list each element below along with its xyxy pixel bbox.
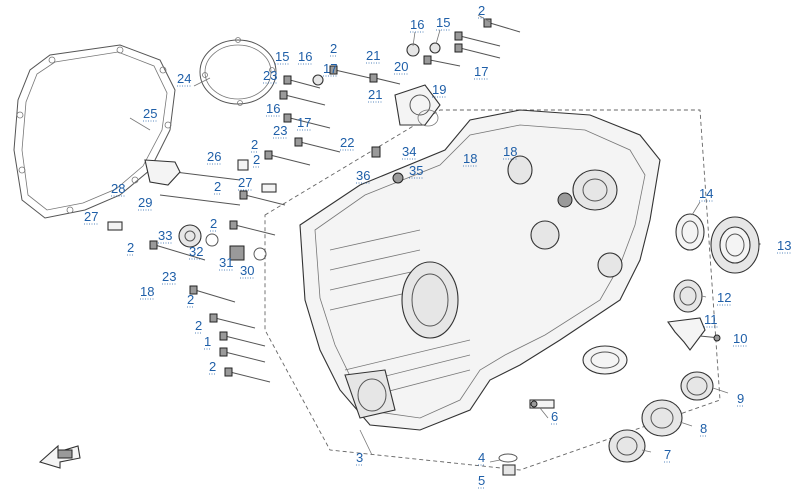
- callout: 23: [263, 68, 277, 83]
- callout: 27: [238, 175, 252, 190]
- part-11-retainer: [667, 317, 706, 351]
- part-24-round-gasket: [199, 37, 277, 106]
- callout: 14: [699, 186, 713, 201]
- callout-underlines: [84, 17, 792, 489]
- callout: 20: [394, 59, 408, 74]
- crankcase-assembly-outline: [264, 109, 721, 471]
- callout: 15: [436, 15, 450, 30]
- bolt-group-top: [264, 18, 521, 166]
- callout: 17: [323, 61, 337, 76]
- part-14-seal: [675, 213, 705, 251]
- callout: 2: [187, 292, 194, 307]
- callout: 6: [551, 409, 558, 424]
- callout: 28: [111, 181, 125, 196]
- callout: 3: [356, 450, 363, 465]
- direction-arrow-icon: [38, 444, 81, 469]
- callout: 34: [402, 144, 416, 159]
- callout: 15: [275, 49, 289, 64]
- callout: 18: [463, 151, 477, 166]
- callout: 18: [503, 144, 517, 159]
- part-30-oring: [253, 247, 267, 261]
- callout: 1: [204, 334, 211, 349]
- part-34-fitting: [371, 146, 381, 158]
- callout: 24: [177, 71, 191, 86]
- callout: 29: [138, 195, 152, 210]
- callout: 21: [366, 48, 380, 63]
- part-27-dowel-pins: [107, 183, 277, 231]
- callout: 22: [340, 135, 354, 150]
- part-31-spring: [229, 245, 245, 261]
- callout: 23: [273, 123, 287, 138]
- part-35-fitting: [392, 172, 404, 184]
- callout: 2: [330, 41, 337, 56]
- part-9-seal: [680, 371, 714, 401]
- callout: 27: [84, 209, 98, 224]
- callout: 17: [297, 115, 311, 130]
- callout: 16: [298, 49, 312, 64]
- callout: 32: [189, 244, 203, 259]
- callout: 26: [207, 149, 221, 164]
- callout: 33: [158, 228, 172, 243]
- callout: 16: [410, 17, 424, 32]
- callout: 2: [127, 240, 134, 255]
- callout: 30: [240, 263, 254, 278]
- callout: 31: [219, 255, 233, 270]
- leader-lines: [129, 14, 761, 463]
- callout: 12: [717, 290, 731, 305]
- part-26-nut: [237, 159, 249, 171]
- callout: 7: [664, 447, 671, 462]
- callout: 5: [478, 473, 485, 488]
- callout: 2: [214, 179, 221, 194]
- callout: 11: [704, 312, 718, 327]
- callout: 2: [195, 318, 202, 333]
- callout: 2: [251, 137, 258, 152]
- part-32-washer: [205, 233, 219, 247]
- part-3-crankcase: [299, 109, 661, 431]
- part-25-cover-gasket: [13, 44, 176, 219]
- callout: 35: [409, 163, 423, 178]
- callout: 2: [209, 359, 216, 374]
- part-7-seal: [608, 429, 646, 463]
- part-19-cover-plate: [394, 84, 441, 127]
- part-29-long-shaft: [159, 194, 241, 206]
- part-10-screw: [699, 334, 721, 342]
- part-8-bearing: [641, 399, 683, 437]
- callout: 2: [210, 216, 217, 231]
- callout: 4: [478, 450, 485, 465]
- callout: 36: [356, 168, 370, 183]
- callout-labels: 2 16 15 24 15 16 2 21 20 17 23 17 25 21 …: [84, 3, 791, 488]
- part-33-gear: [178, 224, 202, 248]
- callout: 25: [143, 106, 157, 121]
- part-4-washer: [498, 453, 518, 463]
- part-13-bearing: [710, 216, 760, 274]
- part-28-bracket: [144, 159, 181, 186]
- callout: 18: [140, 284, 154, 299]
- callout: 21: [368, 87, 382, 102]
- callout: 17: [474, 64, 488, 79]
- part-5-drain-plug: [502, 464, 516, 476]
- callout: 2: [253, 152, 260, 167]
- callout: 19: [432, 82, 446, 97]
- bolt-group-left: [149, 171, 286, 383]
- callout: 8: [700, 421, 707, 436]
- callout: 23: [162, 269, 176, 284]
- callout: 9: [737, 391, 744, 406]
- callout: 2: [478, 3, 485, 18]
- callout: 10: [733, 331, 747, 346]
- part-6-sensor: [529, 399, 555, 409]
- part-bushing-sleeve: [582, 345, 628, 375]
- part-12-bearing: [673, 279, 703, 313]
- callout: 16: [266, 101, 280, 116]
- callout: 13: [777, 238, 791, 253]
